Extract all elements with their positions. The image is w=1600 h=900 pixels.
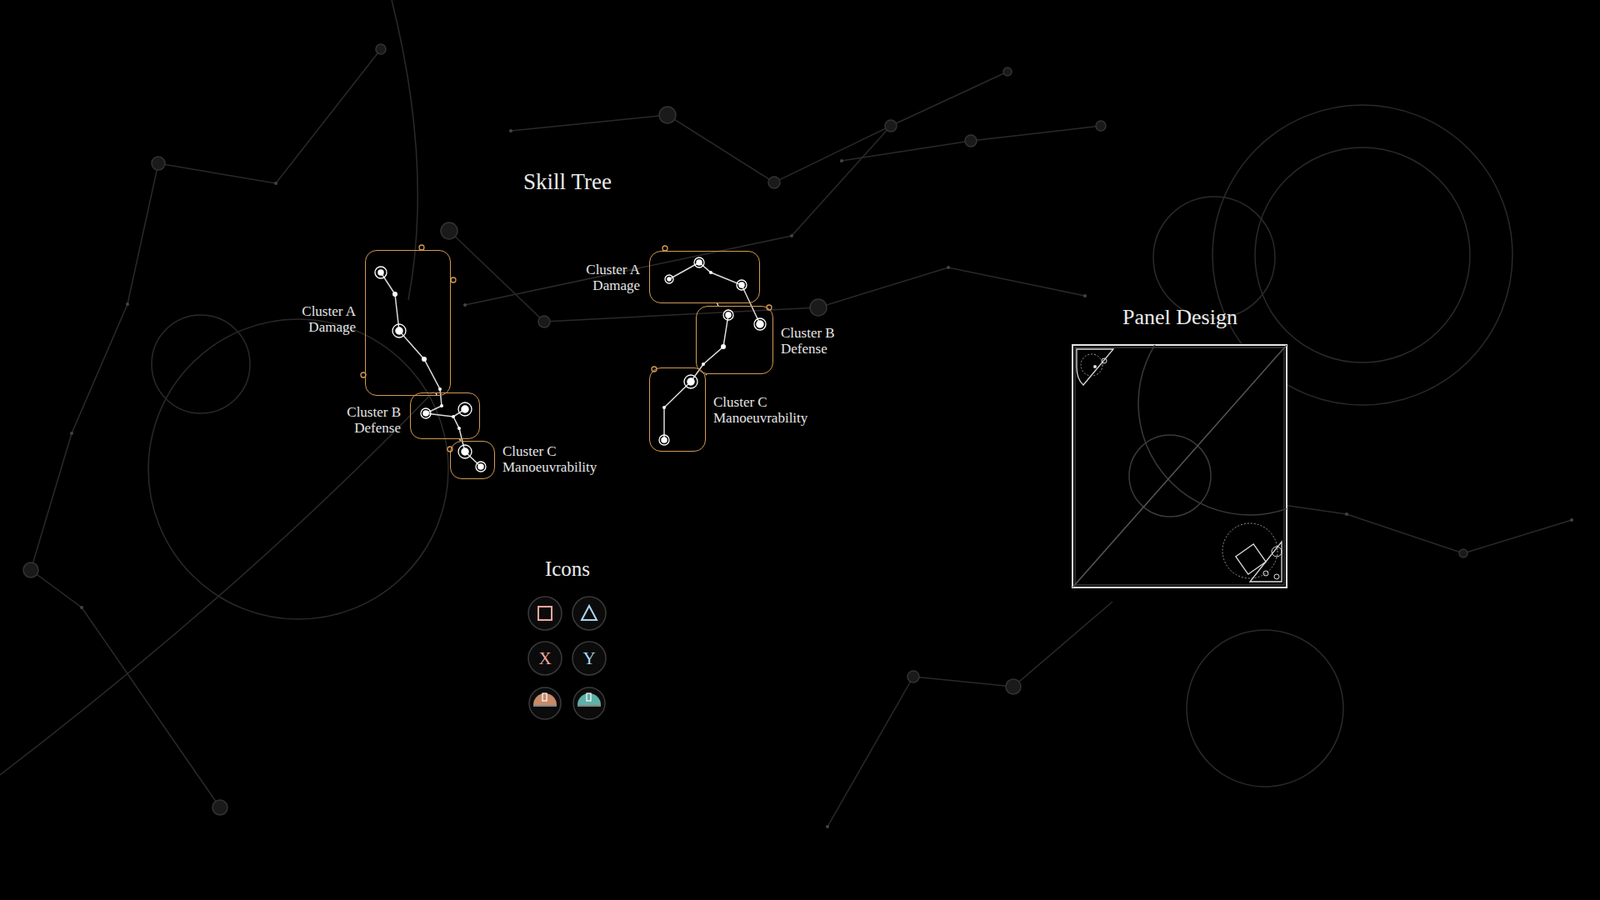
- button-glyph: X: [538, 648, 551, 670]
- cluster-role: Damage: [585, 277, 640, 294]
- cluster-label: Cluster BDefense: [346, 404, 401, 436]
- cluster-box: Cluster ADamage: [649, 250, 760, 304]
- cluster-role: Damage: [301, 319, 356, 335]
- cluster-name: Cluster B: [780, 325, 835, 341]
- cluster-label: Cluster CManoeuvrability: [713, 394, 808, 426]
- cluster-label: Cluster BDefense: [780, 325, 835, 357]
- cluster-label: Cluster ADamage: [585, 261, 640, 294]
- cluster-box: Cluster CManoeuvrability: [649, 367, 706, 452]
- button-glyph: Y: [582, 648, 595, 670]
- cluster-link: [705, 374, 707, 375]
- cluster-name: Cluster A: [585, 261, 640, 278]
- cluster-name: Cluster A: [301, 303, 356, 320]
- cluster-role: Manoeuvrability: [713, 410, 808, 426]
- cluster-label: Cluster ADamage: [301, 303, 356, 335]
- cluster-role: Defense: [780, 340, 835, 357]
- cluster-box: Cluster BDefense: [410, 392, 480, 440]
- diagram-title: Skill Tree: [523, 169, 612, 195]
- section-heading: Icons: [545, 557, 590, 581]
- cluster-box: Cluster BDefense: [695, 305, 774, 375]
- cluster-name: Cluster C: [502, 443, 597, 460]
- section-heading: Panel Design: [1122, 305, 1238, 330]
- cluster-name: Cluster B: [346, 404, 401, 420]
- cluster-name: Cluster C: [713, 394, 808, 410]
- cluster-role: Manoeuvrability: [502, 459, 597, 475]
- cluster-label: Cluster CManoeuvrability: [502, 443, 597, 475]
- cluster-box: Cluster ADamage: [365, 250, 451, 396]
- cluster-role: Defense: [346, 420, 401, 436]
- cluster-box: Cluster CManoeuvrability: [450, 440, 495, 480]
